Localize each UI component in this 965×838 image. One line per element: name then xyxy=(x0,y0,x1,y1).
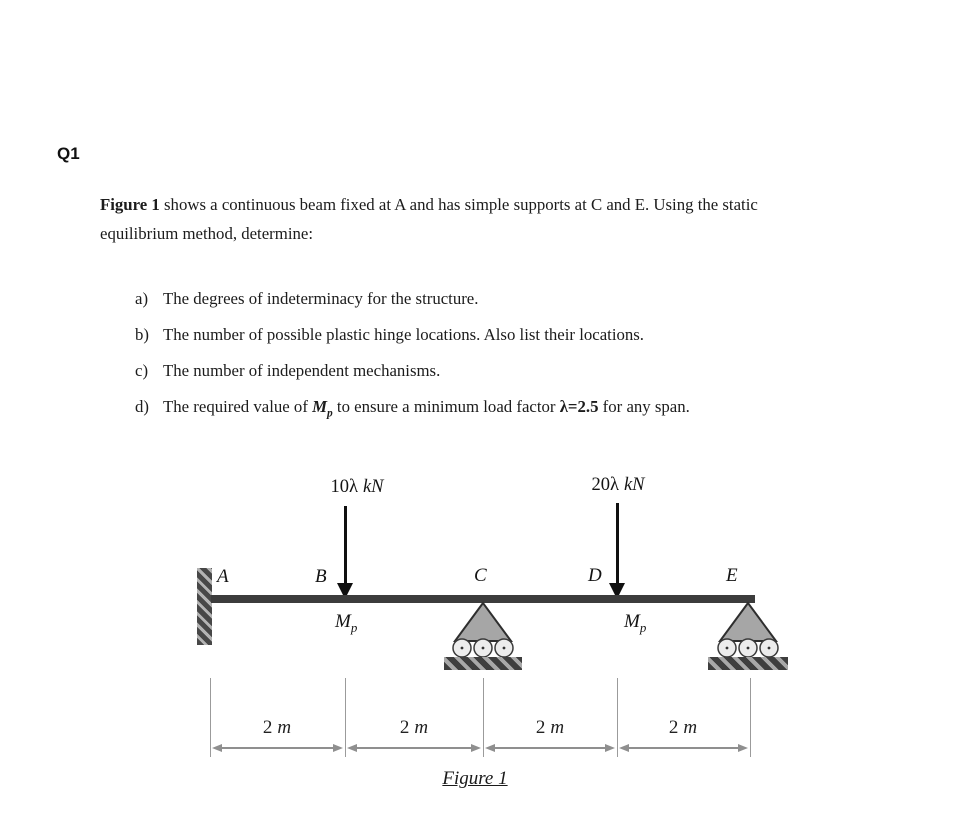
figure-caption: Figure 1 xyxy=(442,768,508,789)
node-label-b: B xyxy=(315,566,327,587)
item-text-mid: to ensure a minimum load factor xyxy=(332,397,560,416)
roller-support-e xyxy=(717,601,779,658)
arrow-right-icon xyxy=(333,743,343,752)
beam xyxy=(211,595,755,603)
dimension-arrow xyxy=(212,743,343,752)
arrow-left-icon xyxy=(212,743,222,752)
item-text: The required value of Mp to ensure a min… xyxy=(163,396,855,424)
dimension-arrow xyxy=(619,743,748,752)
moment-subscript: p xyxy=(350,619,358,635)
list-item-d: d) The required value of Mp to ensure a … xyxy=(135,396,855,424)
load-arrow-shaft-b xyxy=(344,506,347,583)
plastic-moment-subscript: p xyxy=(327,407,333,420)
item-text-post: for any span. xyxy=(598,397,690,416)
moment-subscript: p xyxy=(639,619,647,635)
dimension-arrow xyxy=(485,743,615,752)
list-item-b: b) The number of possible plastic hinge … xyxy=(135,324,855,346)
dimension-unit: m xyxy=(414,717,429,738)
problem-statement: Figure 1 shows a continuous beam fixed a… xyxy=(100,190,830,248)
extension-line xyxy=(483,678,484,757)
load-unit: kN xyxy=(362,477,384,497)
item-text: The number of possible plastic hinge loc… xyxy=(163,325,644,344)
extension-line xyxy=(617,678,618,757)
arrow-right-icon xyxy=(605,743,615,752)
list-item-a: a) The degrees of indeterminacy for the … xyxy=(135,288,855,310)
problem-statement-text: shows a continuous beam fixed at A and h… xyxy=(100,195,758,243)
item-text-pre: The required value of xyxy=(163,397,313,416)
extension-line xyxy=(210,678,211,757)
arrow-right-icon xyxy=(471,743,481,752)
plastic-moment-label-d: Mp xyxy=(624,611,646,636)
fixed-support-wall xyxy=(197,568,212,645)
dimension-value: 2 xyxy=(262,717,273,738)
question-number: Q1 xyxy=(57,144,80,163)
plastic-moment-label-b: Mp xyxy=(335,611,357,636)
dimension-value: 2 xyxy=(668,717,679,738)
ground-hatch-c xyxy=(444,657,522,670)
arrow-left-icon xyxy=(347,743,357,752)
node-label-a: A xyxy=(217,566,229,587)
node-label-d: D xyxy=(588,565,602,586)
load-arrow-shaft-d xyxy=(616,503,619,583)
moment-symbol: M xyxy=(624,611,640,632)
extension-line xyxy=(750,678,751,757)
dimension-value: 2 xyxy=(399,717,410,738)
dimension-unit: m xyxy=(277,717,292,738)
question-list: a) The degrees of indeterminacy for the … xyxy=(135,288,855,438)
plastic-moment-symbol: M xyxy=(312,397,328,416)
item-text: The number of independent mechanisms. xyxy=(163,361,441,380)
load-factor-value: λ=2.5 xyxy=(559,397,599,416)
moment-symbol: M xyxy=(335,611,351,632)
arrow-line xyxy=(222,746,333,749)
dimension-value: 2 xyxy=(535,717,546,738)
arrow-left-icon xyxy=(485,743,495,752)
dimension-unit: m xyxy=(683,717,698,738)
item-label: b) xyxy=(135,325,149,344)
item-text: The degrees of indeterminacy for the str… xyxy=(163,289,479,308)
load-amount: 10λ xyxy=(330,477,358,497)
arrow-line xyxy=(357,746,471,749)
load-unit: kN xyxy=(623,475,645,495)
arrow-right-icon xyxy=(738,743,748,752)
figure-reference: Figure 1 xyxy=(100,195,160,214)
roller-support-c xyxy=(452,601,514,658)
item-label: c) xyxy=(135,361,149,380)
list-item-c: c) The number of independent mechanisms. xyxy=(135,360,855,382)
arrow-left-icon xyxy=(619,743,629,752)
node-label-e: E xyxy=(726,565,738,586)
arrow-line xyxy=(495,746,605,749)
dimension-arrow xyxy=(347,743,481,752)
extension-line xyxy=(345,678,346,757)
item-label: d) xyxy=(135,397,149,416)
ground-hatch-e xyxy=(708,657,788,670)
dimension-unit: m xyxy=(550,717,565,738)
arrow-line xyxy=(629,746,738,749)
item-label: a) xyxy=(135,289,149,308)
node-label-c: C xyxy=(474,565,487,586)
load-amount: 20λ xyxy=(591,475,619,495)
